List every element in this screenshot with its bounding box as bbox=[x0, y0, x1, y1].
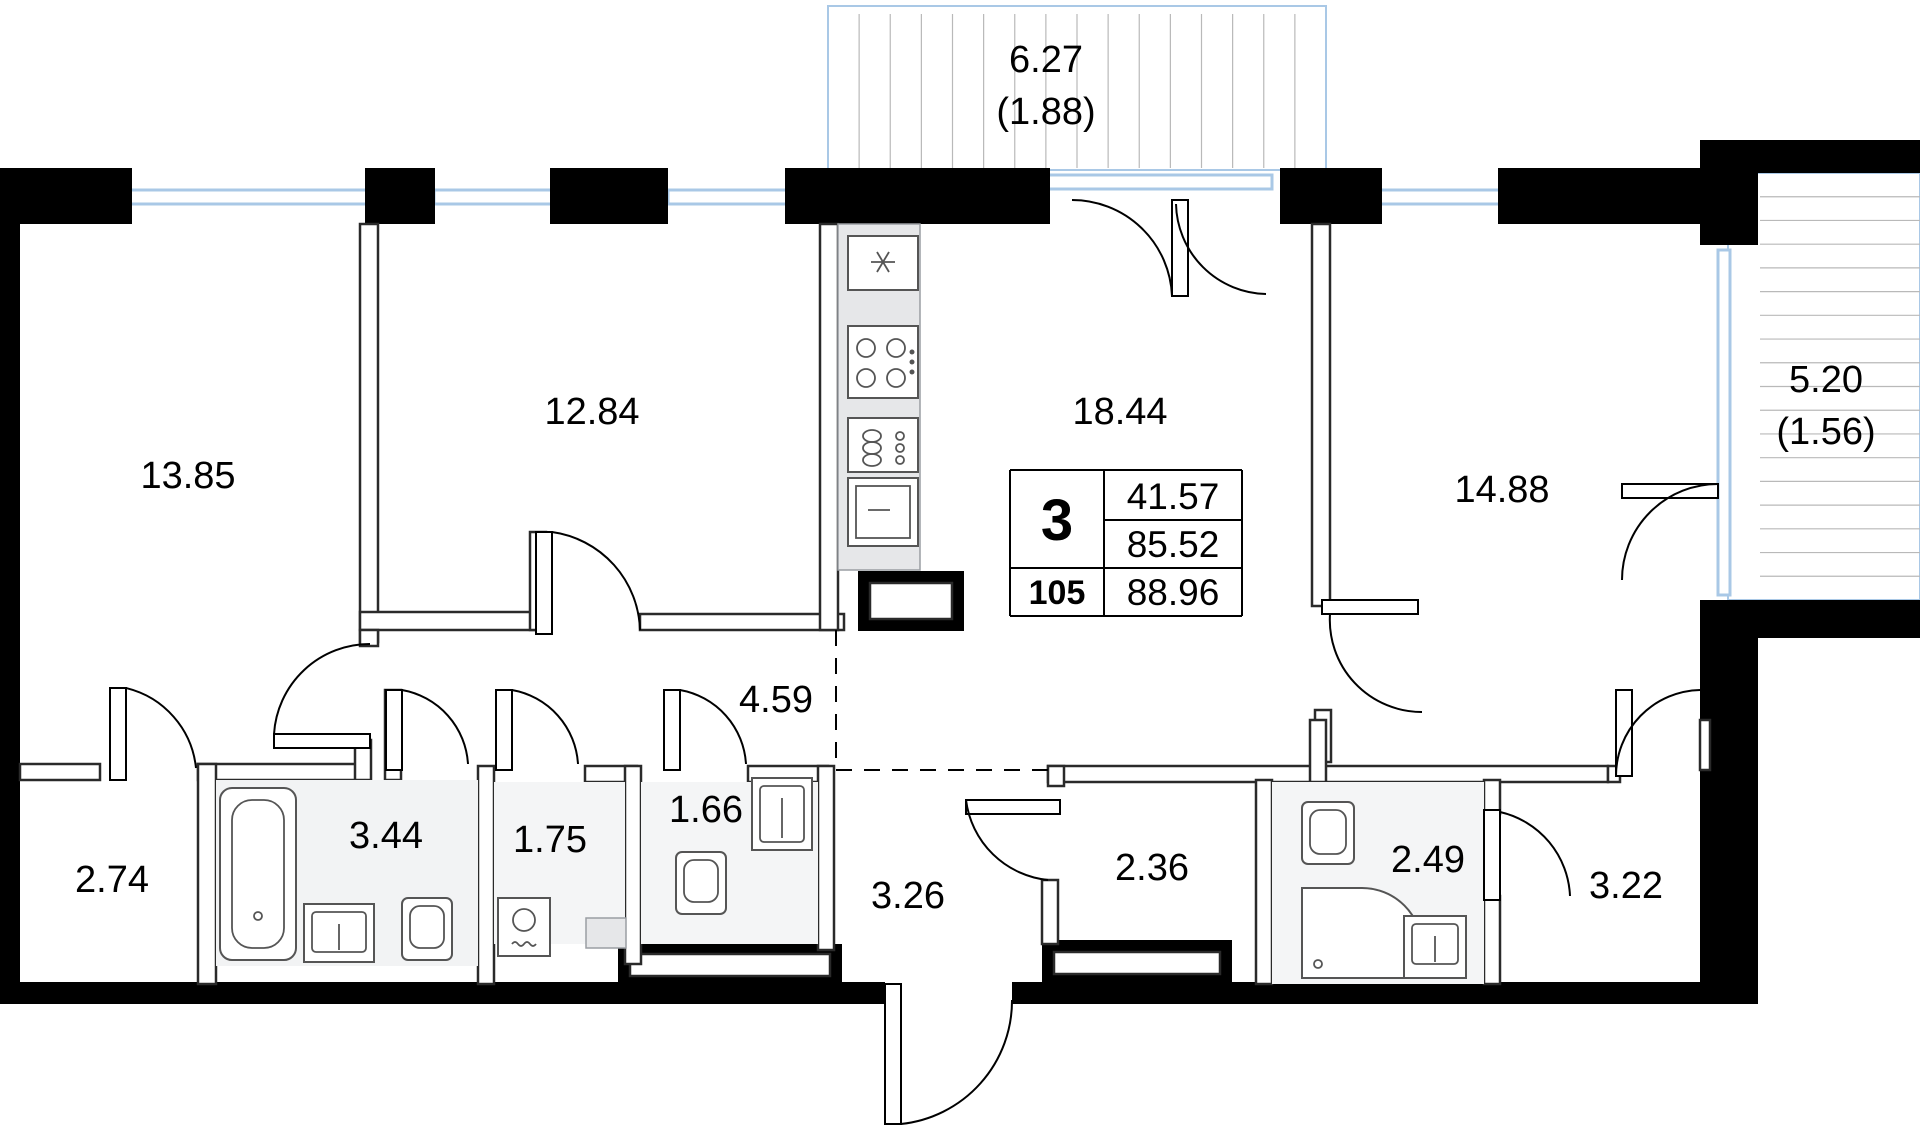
laundry-shelf bbox=[585, 917, 627, 949]
apartment-number: 105 bbox=[1029, 574, 1086, 612]
dishwasher bbox=[847, 417, 919, 473]
area-wc: 1.66 bbox=[669, 789, 743, 831]
door-entrance bbox=[884, 983, 902, 1125]
cooktop-icon bbox=[856, 338, 915, 388]
sink-icon bbox=[1403, 915, 1467, 979]
dishwasher-icon bbox=[862, 429, 905, 467]
toilet-icon bbox=[401, 897, 453, 961]
sink-icon bbox=[855, 485, 911, 539]
door-closet-right bbox=[1615, 689, 1633, 777]
balcony-top bbox=[827, 5, 1327, 171]
area-shower-room: 2.49 bbox=[1391, 839, 1465, 881]
area-balcony-top-reduced: (1.88) bbox=[996, 91, 1095, 133]
cooktop bbox=[847, 325, 919, 399]
area-bathroom: 3.44 bbox=[349, 815, 423, 857]
rooms-count: 3 bbox=[1041, 488, 1073, 553]
living-area: 41.57 bbox=[1127, 476, 1220, 517]
area-closet-left: 2.74 bbox=[75, 859, 149, 901]
area-laundry: 1.75 bbox=[513, 819, 587, 861]
toilet-icon bbox=[675, 851, 727, 915]
door-closet-left bbox=[109, 687, 127, 781]
bathtub-icon bbox=[219, 787, 297, 961]
area-bedroom-left: 13.85 bbox=[140, 455, 235, 497]
area-storage: 2.36 bbox=[1115, 847, 1189, 889]
door-storage bbox=[965, 799, 1061, 815]
door-laundry bbox=[495, 689, 513, 771]
windows bbox=[128, 173, 1732, 597]
area-hall: 3.26 bbox=[871, 875, 945, 917]
snowflake-icon bbox=[871, 251, 895, 273]
kitchen-sink bbox=[847, 477, 919, 547]
door-balcony-top bbox=[1171, 199, 1189, 297]
sink-icon bbox=[751, 777, 813, 851]
area-bedroom-middle: 12.84 bbox=[544, 391, 639, 433]
door-bedroom-right bbox=[1321, 599, 1419, 615]
summary-table: 3 105 41.57 85.52 88.96 bbox=[1009, 469, 1243, 617]
area-corridor: 4.59 bbox=[739, 679, 813, 721]
total-area: 85.52 bbox=[1127, 524, 1220, 565]
total-area-with-balconies: 88.96 bbox=[1127, 572, 1220, 613]
area-bedroom-right: 14.88 bbox=[1454, 469, 1549, 511]
toilet-icon bbox=[1301, 801, 1355, 865]
door-bedroom-middle bbox=[535, 531, 553, 635]
area-balcony-right-reduced: (1.56) bbox=[1776, 411, 1875, 453]
doors bbox=[109, 198, 1719, 1125]
area-balcony-top: 6.27 bbox=[1009, 39, 1083, 81]
sink-icon bbox=[303, 903, 375, 963]
area-kitchen-living: 18.44 bbox=[1072, 391, 1167, 433]
door-shower-room bbox=[1483, 809, 1501, 901]
kitchen-counter bbox=[837, 223, 921, 571]
bathroom-fixtures bbox=[219, 777, 1467, 979]
door-bathroom bbox=[273, 733, 371, 749]
washing-machine-icon bbox=[497, 897, 551, 957]
area-closet-right: 3.22 bbox=[1589, 865, 1663, 907]
door-wc bbox=[663, 689, 681, 771]
zone-boundaries bbox=[835, 630, 1048, 771]
area-balcony-right: 5.20 bbox=[1789, 359, 1863, 401]
area-labels: 6.27 (1.88) 5.20 (1.56) 13.85 12.84 18.4… bbox=[75, 39, 1876, 917]
exterior-walls bbox=[0, 140, 1920, 1004]
door-laundry-left bbox=[385, 689, 403, 771]
